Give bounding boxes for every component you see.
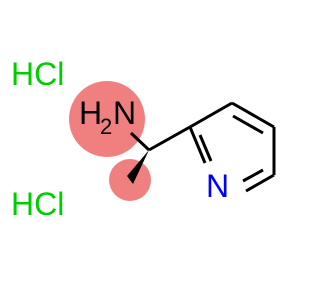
amine-highlight: [69, 81, 145, 157]
salt-label-2: HCl: [11, 186, 64, 222]
bond-calpha-c2: [148, 125, 191, 152]
amine-nitrogen: N: [113, 95, 136, 131]
salt-label-1: HCl: [11, 56, 64, 92]
bond-c2-c3: [189, 101, 233, 129]
bond-c5-c6-inner: [242, 168, 264, 183]
bond-calpha-nh2: [129, 131, 151, 152]
amine-subscript: 2: [100, 114, 112, 139]
bond-c3-c4: [231, 101, 275, 129]
wedge-bond-methyl: [127, 150, 149, 184]
amine-hydrogen: H: [79, 95, 102, 131]
bond-c2-n1: [188, 126, 207, 164]
molecule-structure: HCl HCl H 2 N N: [11, 56, 276, 222]
bond-c2-n1-inner: [198, 134, 213, 162]
pyridine-nitrogen: N: [206, 168, 229, 204]
bond-c3-c4-inner: [232, 114, 264, 135]
amine-label: H 2 N: [79, 95, 136, 139]
bond-c5-c6: [245, 173, 275, 193]
bonds: [129, 101, 276, 193]
